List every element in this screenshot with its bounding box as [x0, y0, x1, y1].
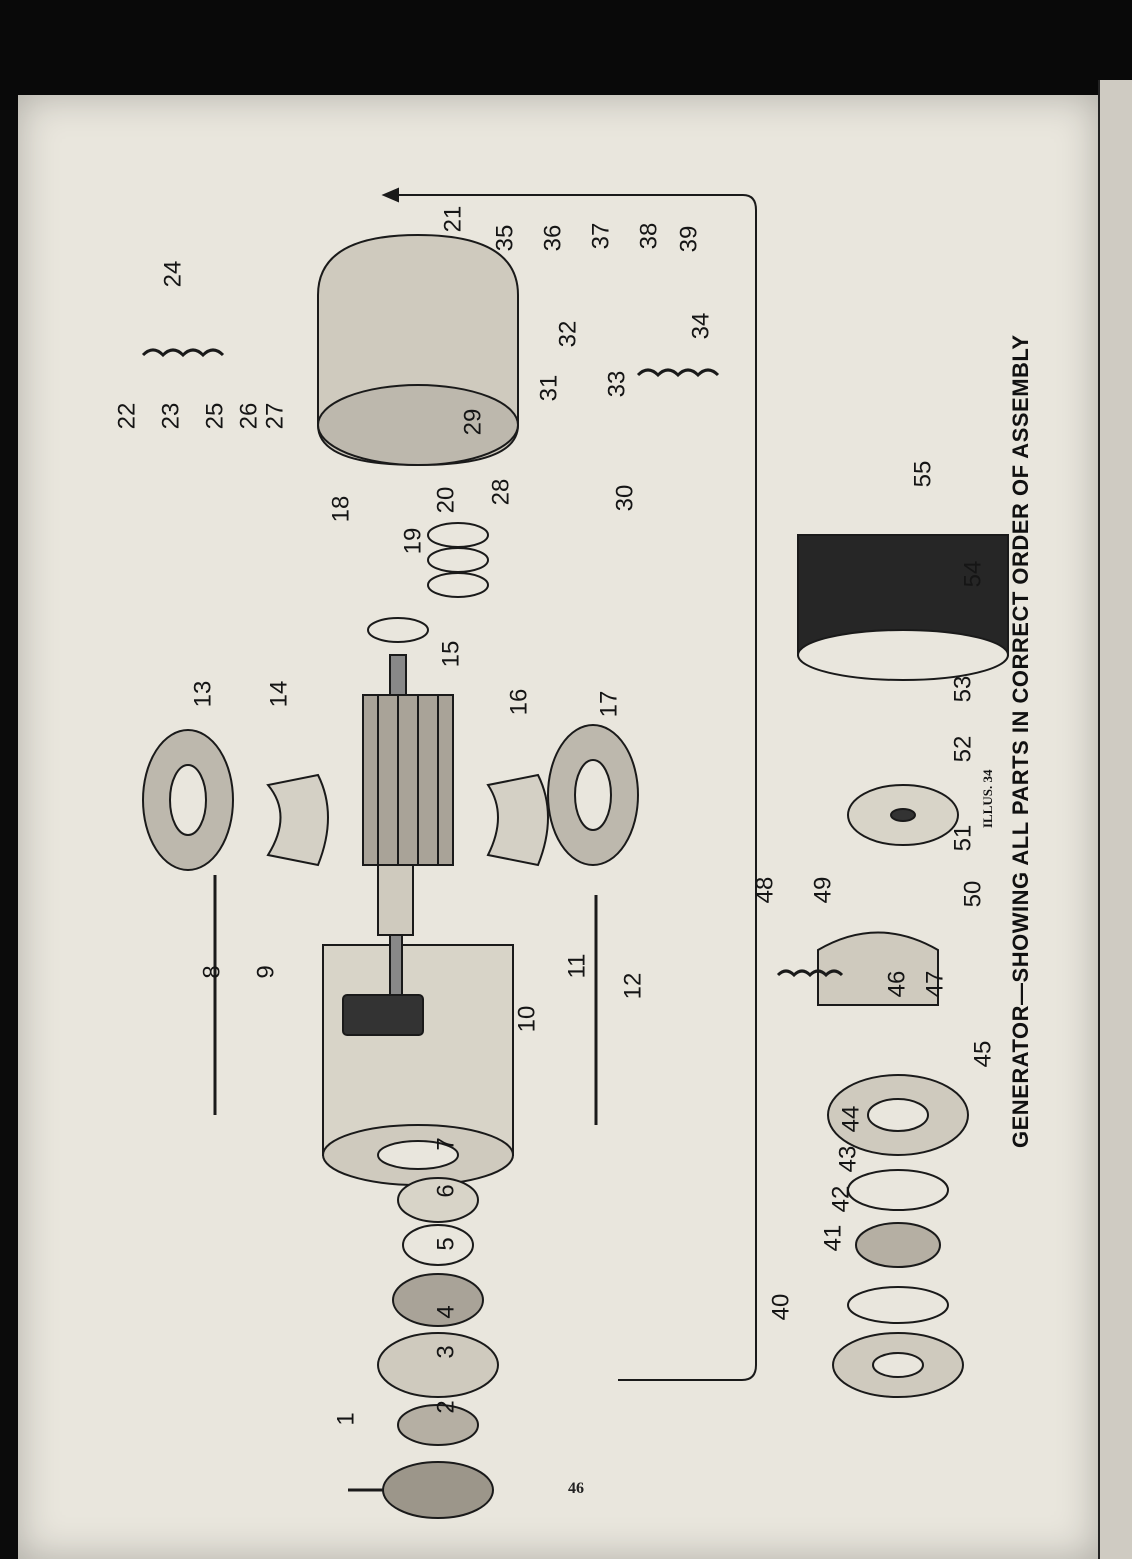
part-label: 18	[327, 495, 355, 523]
manual-page	[18, 95, 1098, 1559]
part-label: 47	[921, 970, 949, 998]
part-label: 52	[949, 735, 977, 763]
scan-background	[0, 0, 1132, 110]
part-label: 28	[487, 478, 515, 506]
part-label: 44	[837, 1105, 865, 1133]
part-label: 43	[834, 1145, 862, 1173]
part-label: 10	[513, 1005, 541, 1033]
part-label: 33	[603, 370, 631, 398]
part-label: 1	[332, 1412, 360, 1426]
part-label: 48	[751, 876, 779, 904]
part-label: 34	[687, 312, 715, 340]
part-label: 26	[235, 402, 263, 430]
part-label: 45	[969, 1040, 997, 1068]
part-label: 24	[159, 260, 187, 288]
part-label: 32	[554, 320, 582, 348]
part-label: 3	[432, 1345, 460, 1359]
part-label: 22	[113, 402, 141, 430]
part-label: 50	[959, 880, 987, 908]
part-label: 37	[587, 222, 615, 250]
part-label: 23	[157, 402, 185, 430]
part-label: 9	[252, 965, 280, 979]
part-label: 51	[949, 824, 977, 852]
part-label: 8	[198, 965, 226, 979]
part-label: 42	[827, 1185, 855, 1213]
part-label: 4	[432, 1305, 460, 1319]
part-label: 15	[437, 640, 465, 668]
part-label: 27	[261, 402, 289, 430]
part-label: 31	[535, 374, 563, 402]
part-label: 29	[459, 408, 487, 436]
part-label: 35	[491, 224, 519, 252]
part-label: 16	[505, 688, 533, 716]
part-label: 20	[432, 486, 460, 514]
part-label: 40	[767, 1293, 795, 1321]
part-label: 11	[563, 953, 591, 979]
part-label: 12	[619, 972, 647, 1000]
part-label: 5	[432, 1237, 460, 1251]
exploded-generator-diagram	[141, 187, 1009, 1519]
figure-caption: GENERATOR—SHOWING ALL PARTS IN CORRECT O…	[1008, 334, 1033, 1148]
part-label: 46	[883, 970, 911, 998]
part-label: 39	[675, 225, 703, 253]
part-label: 38	[635, 222, 663, 250]
part-label: 49	[809, 876, 837, 904]
part-label: 25	[201, 402, 229, 430]
part-label: 2	[432, 1400, 460, 1414]
part-label: 53	[949, 675, 977, 703]
part-label: 19	[399, 527, 427, 555]
part-label: 13	[189, 680, 217, 708]
part-label: 36	[539, 224, 567, 252]
part-label: 54	[959, 560, 987, 588]
part-label: 21	[439, 205, 467, 233]
page-number: 46	[568, 1480, 584, 1497]
bleed-through-text	[78, 1245, 82, 1261]
part-label: 55	[909, 460, 937, 488]
facing-page-edge	[1098, 80, 1132, 1559]
part-label: 17	[595, 690, 623, 718]
part-label: 6	[432, 1184, 460, 1198]
illustration-number: ILLUS. 34	[980, 769, 995, 828]
part-label: 30	[611, 484, 639, 512]
part-label: 41	[819, 1224, 847, 1252]
part-label: 14	[265, 680, 293, 708]
part-label: 7	[432, 1137, 460, 1151]
